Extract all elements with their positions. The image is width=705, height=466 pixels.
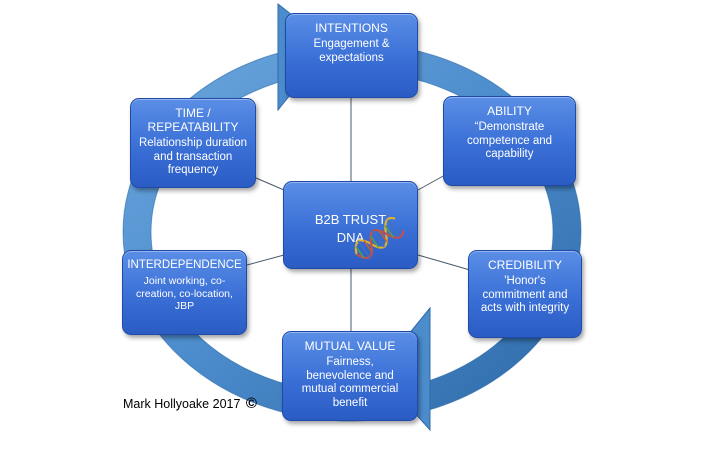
node-interdependence-title: INTERDEPENDENCE: [127, 259, 242, 271]
author-credit: Mark Hollyoake 2017 ©: [123, 395, 257, 412]
node-ability-title: ABILITY: [487, 104, 532, 118]
connector-interdependence: [246, 254, 285, 266]
node-intentions-desc: Engagement & expectations: [313, 38, 390, 64]
node-time-title: TIME / REPEATABILITY: [147, 106, 239, 134]
copyright-symbol: ©: [245, 395, 257, 412]
node-time-repeatability: TIME / REPEATABILITY Relationship durati…: [130, 98, 256, 188]
node-credibility-desc: 'Honor's commitment and acts with integr…: [480, 275, 570, 314]
node-mutual-desc: Fairness, benevolence and mutual commerc…: [301, 356, 399, 409]
node-ability-desc: “Demonstrate competence and capability: [466, 121, 553, 160]
node-interdependence-desc: Joint working, co- creation, co-location…: [136, 275, 233, 312]
dna-helix-icon: [354, 217, 405, 260]
connectors: [246, 98, 471, 331]
node-b2b-trust-dna: B2B TRUST DNA: [283, 181, 418, 269]
node-intentions-title: INTENTIONS: [315, 21, 388, 35]
connector-credibility: [417, 254, 471, 271]
author-credit-text: Mark Hollyoake 2017: [123, 397, 241, 411]
node-time-desc: Relationship duration and transaction fr…: [138, 137, 248, 176]
node-credibility-title: CREDIBILITY: [487, 258, 562, 272]
node-credibility: CREDIBILITY 'Honor's commitment and acts…: [468, 250, 582, 338]
node-interdependence: INTERDEPENDENCE Joint working, co- creat…: [122, 250, 247, 335]
node-mutual-value: MUTUAL VALUE Fairness, benevolence and m…: [282, 331, 418, 421]
node-intentions: INTENTIONS Engagement & expectations: [285, 13, 418, 98]
node-mutual-title: MUTUAL VALUE: [304, 339, 396, 353]
node-ability: ABILITY “Demonstrate competence and capa…: [443, 96, 576, 186]
connector-time: [255, 177, 285, 191]
connector-ability: [417, 174, 446, 191]
node-center-title: B2B TRUST: [314, 212, 387, 228]
